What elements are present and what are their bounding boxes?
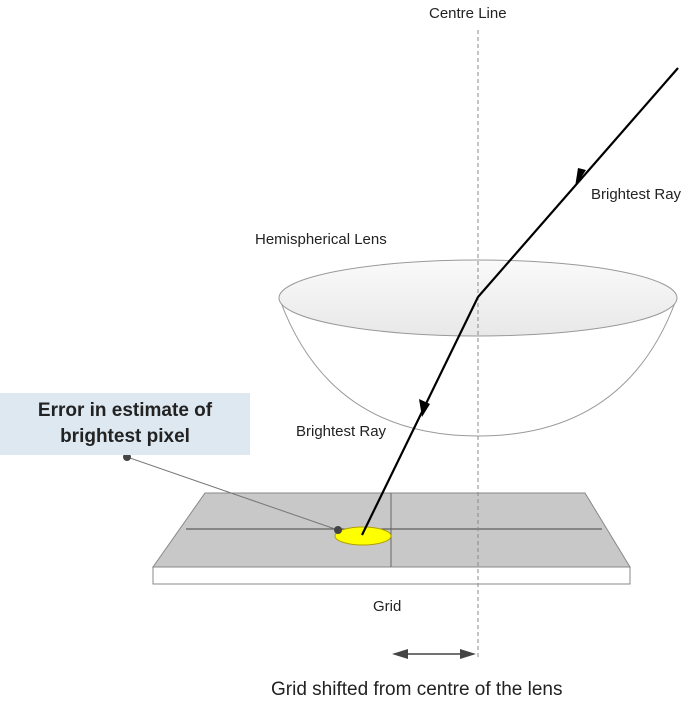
bright-spot	[334, 526, 392, 546]
brightest-ray-label-bottom: Brightest Ray	[296, 423, 387, 440]
caption: Grid shifted from centre of the lens	[271, 679, 563, 700]
shift-arrow-right-head	[460, 649, 476, 659]
centre-line-label: Centre Line	[429, 5, 507, 22]
callout-dot-end	[334, 526, 342, 534]
shift-arrow-left-head	[392, 649, 408, 659]
grid-front-face	[152, 566, 631, 585]
callout-leader	[126, 456, 339, 531]
callout-dot-start	[123, 453, 131, 461]
hemispherical-lens-label: Hemispherical Lens	[255, 231, 387, 248]
callout-line-1: Error in estimate of	[37, 400, 213, 421]
ray-arrowhead-top	[575, 168, 586, 187]
callout-line-2: brightest pixel	[60, 426, 190, 447]
grid-label: Grid	[373, 598, 402, 615]
ray-arrowhead-bottom	[419, 399, 430, 417]
brightest-ray-label-top: Brightest Ray	[591, 186, 682, 203]
brightest-ray	[361, 67, 679, 536]
error-callout: Error in estimate of brightest pixel	[0, 393, 250, 455]
